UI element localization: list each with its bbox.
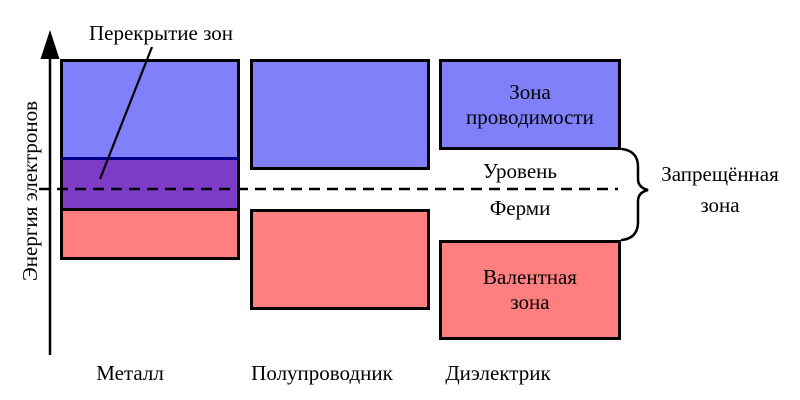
fermi-level-label-line2: Ферми <box>489 196 551 220</box>
column-label-semiconductor: Полупроводник <box>251 361 393 385</box>
band-gap-annotation-line1: Запрещённая <box>661 162 779 186</box>
metal-conduction-band <box>60 59 240 160</box>
conduction-band-label: Зона проводимости <box>442 62 618 147</box>
fermi-level-label-line1: Уровень <box>483 159 557 183</box>
energy-axis-arrowhead-icon <box>40 30 60 59</box>
conduction-band-label-line1: Зона <box>509 79 551 104</box>
metal-valence-band <box>60 208 240 260</box>
valence-band-label-line1: Валентная <box>483 265 577 289</box>
valence-band-label-line2: зона <box>510 290 550 314</box>
band-gap-annotation-line2: зона <box>700 193 740 217</box>
metal-band-overlap-region <box>60 160 240 208</box>
band-gap-annotation: Запрещённая зона <box>648 159 792 221</box>
dielectric-conduction-band: Зона проводимости <box>439 59 621 150</box>
y-axis-label: Энергия электронов <box>18 100 42 282</box>
column-label-metal: Металл <box>96 361 164 385</box>
dielectric-valence-band: Валентная зона <box>439 240 621 340</box>
valence-band-label: Валентная зона <box>442 243 618 337</box>
band-overlap-annotation: Перекрытие зон <box>88 21 234 45</box>
band-gap-brace-icon <box>620 147 649 242</box>
semiconductor-conduction-band <box>250 59 430 170</box>
semiconductor-valence-band <box>250 209 430 310</box>
column-label-dielectric: Диэлектрик <box>445 361 551 385</box>
conduction-band-label-line2: проводимости <box>466 104 594 129</box>
